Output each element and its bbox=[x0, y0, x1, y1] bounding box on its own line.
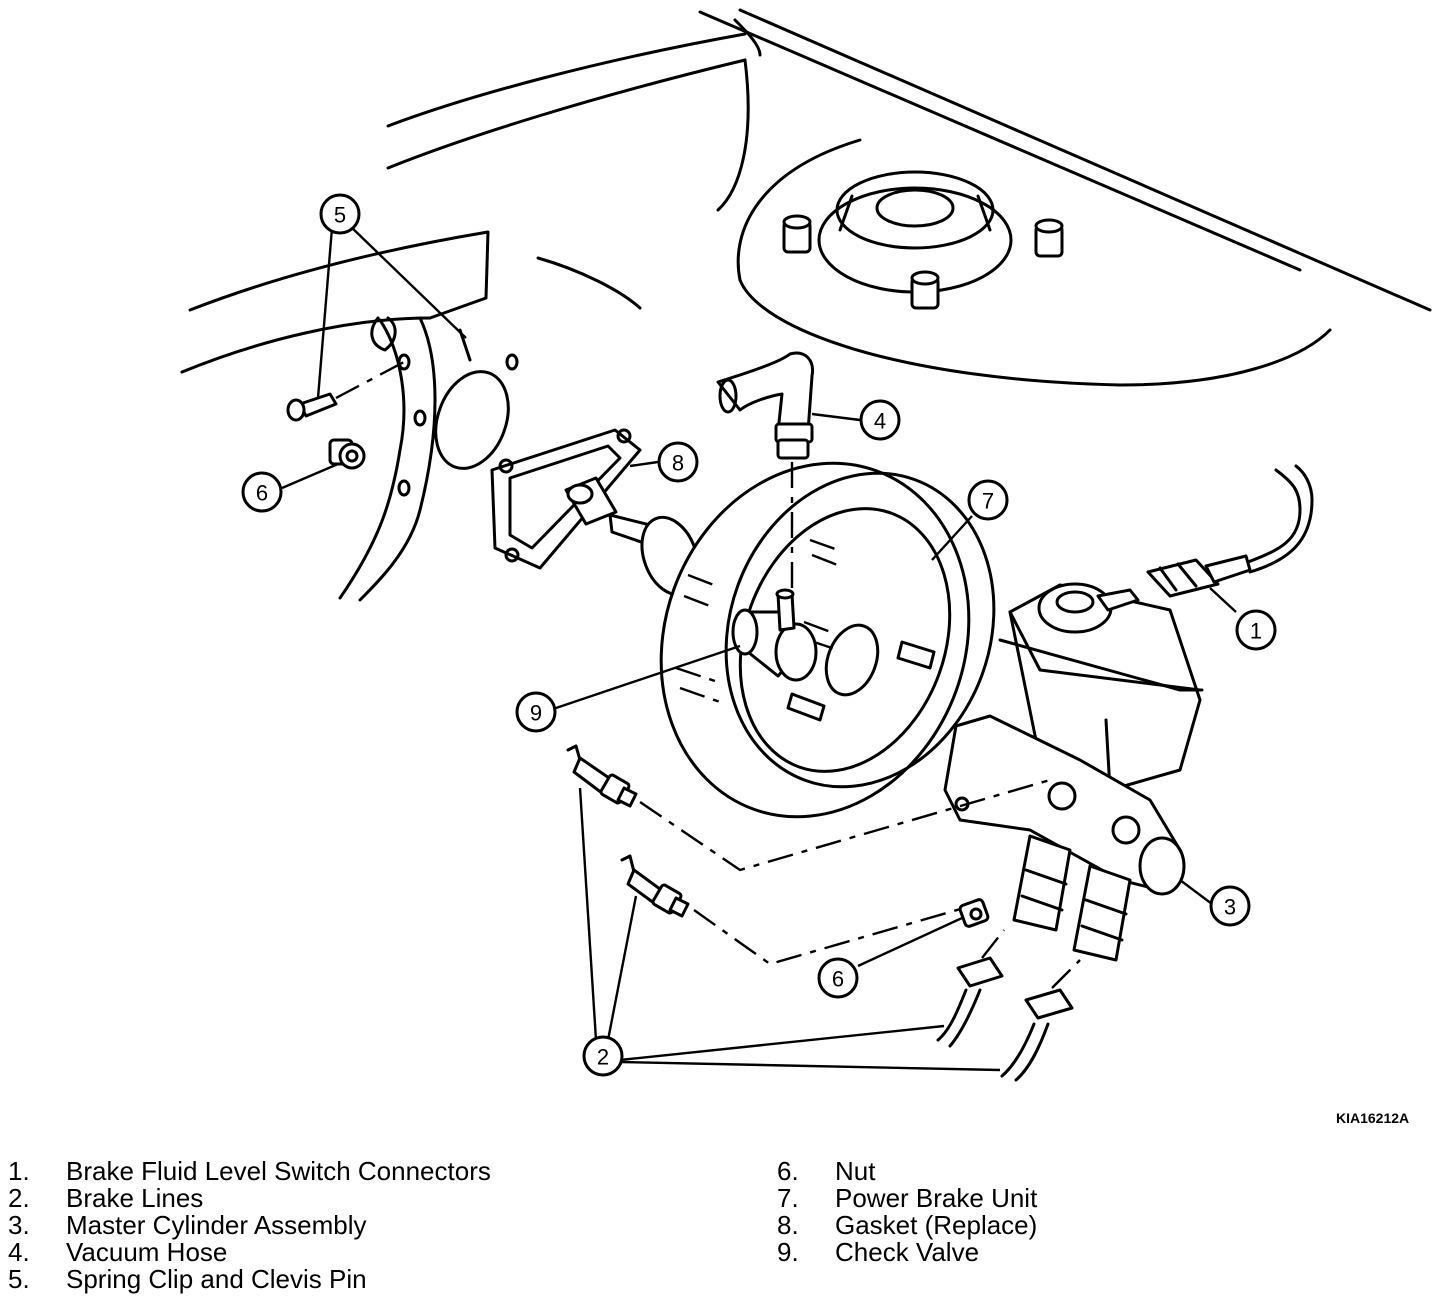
legend-item: 9. Check Valve bbox=[777, 1239, 1037, 1266]
legend-number: 9. bbox=[777, 1237, 799, 1267]
legend-item: 1. Brake Fluid Level Switch Connectors bbox=[8, 1158, 491, 1185]
brake-line-upper bbox=[566, 744, 1051, 872]
callout-8: 8 bbox=[657, 441, 699, 483]
legend-text: Brake Fluid Level Switch Connectors bbox=[66, 1156, 491, 1186]
svg-text:9: 9 bbox=[530, 701, 542, 726]
legend-number: 8. bbox=[777, 1210, 799, 1240]
master-cylinder-assembly bbox=[943, 582, 1204, 962]
vacuum-hose bbox=[716, 351, 815, 590]
svg-text:3: 3 bbox=[1224, 895, 1236, 920]
leader-lines bbox=[281, 223, 1237, 1072]
svg-text:6: 6 bbox=[832, 967, 844, 992]
legend-item: 7. Power Brake Unit bbox=[777, 1185, 1037, 1212]
svg-text:1: 1 bbox=[1250, 619, 1262, 644]
legend-text: Power Brake Unit bbox=[835, 1183, 1038, 1213]
legend-text: Vacuum Hose bbox=[66, 1237, 228, 1267]
svg-text:4: 4 bbox=[874, 409, 886, 434]
callout-7: 7 bbox=[967, 479, 1009, 521]
callout-5: 5 bbox=[319, 193, 361, 235]
callout-6-master-cylinder: 6 bbox=[817, 957, 859, 999]
callout-4: 4 bbox=[859, 399, 901, 441]
legend-text: Gasket (Replace) bbox=[835, 1210, 1038, 1240]
callout-1: 1 bbox=[1235, 609, 1277, 651]
legend-item: 2. Brake Lines bbox=[8, 1185, 491, 1212]
strut-nut-front bbox=[910, 270, 940, 310]
legend-item: 3. Master Cylinder Assembly bbox=[8, 1212, 491, 1239]
callout-6-firewall: 6 bbox=[241, 471, 283, 513]
brake-line-lower bbox=[936, 929, 1081, 1082]
svg-text:6: 6 bbox=[256, 481, 268, 506]
booster-stud-lower bbox=[786, 692, 826, 722]
booster-stud-upper bbox=[896, 640, 936, 670]
brake-fluid-level-connector bbox=[1146, 464, 1314, 598]
legend-left-column: 1. Brake Fluid Level Switch Connectors 2… bbox=[8, 1158, 491, 1293]
legend-item: 4. Vacuum Hose bbox=[8, 1239, 491, 1266]
legend-item: 8. Gasket (Replace) bbox=[777, 1212, 1037, 1239]
firewall-panel bbox=[180, 230, 642, 602]
callout-2: 2 bbox=[582, 1035, 624, 1077]
strut-nut-left bbox=[782, 214, 812, 254]
check-valve bbox=[731, 588, 818, 682]
brake-line-middle bbox=[620, 854, 965, 966]
svg-text:7: 7 bbox=[982, 489, 994, 514]
callout-9: 9 bbox=[515, 691, 557, 733]
callout-3: 3 bbox=[1209, 885, 1251, 927]
figure-id: KIA16212A bbox=[1336, 1110, 1410, 1126]
legend-item: 5. Spring Clip and Clevis Pin bbox=[8, 1266, 491, 1293]
engine-compartment-outline bbox=[386, 8, 1432, 387]
legend-text: Brake Lines bbox=[66, 1183, 204, 1213]
clevis-pin bbox=[286, 360, 405, 422]
strut-nut-right bbox=[1034, 218, 1064, 258]
legend-number: 3. bbox=[8, 1210, 30, 1240]
nut-firewall bbox=[328, 438, 366, 470]
legend-number: 7. bbox=[777, 1183, 799, 1213]
legend-number: 1. bbox=[8, 1156, 30, 1186]
svg-text:8: 8 bbox=[672, 451, 684, 476]
legend-number: 4. bbox=[8, 1237, 30, 1267]
legend-number: 6. bbox=[777, 1156, 799, 1186]
svg-text:5: 5 bbox=[334, 203, 346, 228]
legend-text: Nut bbox=[835, 1156, 876, 1186]
gasket bbox=[490, 428, 642, 570]
legend-text: Check Valve bbox=[835, 1237, 980, 1267]
legend-right-column: 6. Nut 7. Power Brake Unit 8. Gasket (Re… bbox=[777, 1158, 1037, 1266]
svg-text:2: 2 bbox=[597, 1045, 609, 1070]
legend-number: 2. bbox=[8, 1183, 30, 1213]
legend-text: Spring Clip and Clevis Pin bbox=[66, 1264, 367, 1294]
strut-tower bbox=[782, 170, 1064, 310]
legend-text: Master Cylinder Assembly bbox=[66, 1210, 367, 1240]
legend-number: 5. bbox=[8, 1264, 30, 1294]
legend-item: 6. Nut bbox=[777, 1158, 1037, 1185]
